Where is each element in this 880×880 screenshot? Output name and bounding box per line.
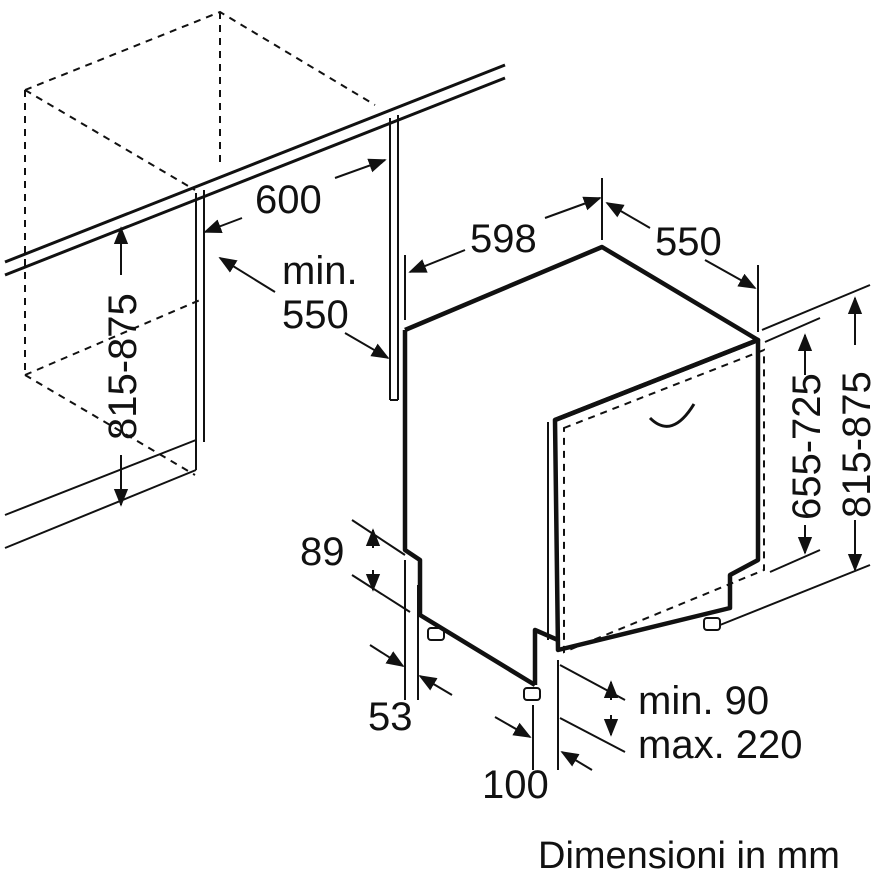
foot-right — [703, 617, 721, 631]
appliance-width-label: 598 — [470, 217, 537, 261]
door-height-label: 655-725 — [785, 373, 829, 520]
plinth-setback-label: 53 — [368, 695, 413, 739]
niche-height-label: 815-875 — [101, 293, 145, 440]
niche-depth-value-label: 550 — [282, 293, 349, 337]
front-offset-dimension: 100 — [482, 660, 593, 807]
niche-depth-min-label: min. — [282, 249, 358, 293]
plinth-setback-dimension: 53 — [368, 560, 453, 739]
plinth-top-label: 89 — [300, 530, 345, 574]
door-height-dimension: 655-725 — [764, 317, 829, 573]
plinth-max-label: max. 220 — [638, 723, 803, 767]
niche-width-label: 600 — [255, 178, 322, 222]
plinth-min-label: min. 90 — [638, 679, 769, 723]
niche-depth-dimension: min. 550 — [218, 249, 390, 359]
plinth-top-dimension: 89 — [300, 519, 411, 613]
appliance-depth-dimension: 550 — [605, 202, 759, 332]
plinth-height-dimension: min. 90 max. 220 — [559, 664, 803, 767]
appliance-height-dimension: 815-875 — [719, 284, 879, 626]
appliance-height-label: 815-875 — [835, 371, 879, 518]
appliance-width-dimension: 598 — [404, 178, 603, 320]
niche-width-dimension: 600 — [203, 158, 387, 234]
front-offset-label: 100 — [482, 763, 549, 807]
dishwasher-appliance — [402, 244, 765, 701]
foot-front — [523, 687, 541, 701]
foot-left — [427, 627, 445, 641]
countertop — [4, 63, 506, 277]
niche-cabinet — [24, 10, 376, 476]
units-caption: Dimensioni in mm — [538, 835, 840, 877]
niche-height-dimension: 815-875 — [101, 226, 145, 507]
appliance-depth-label: 550 — [655, 220, 722, 264]
